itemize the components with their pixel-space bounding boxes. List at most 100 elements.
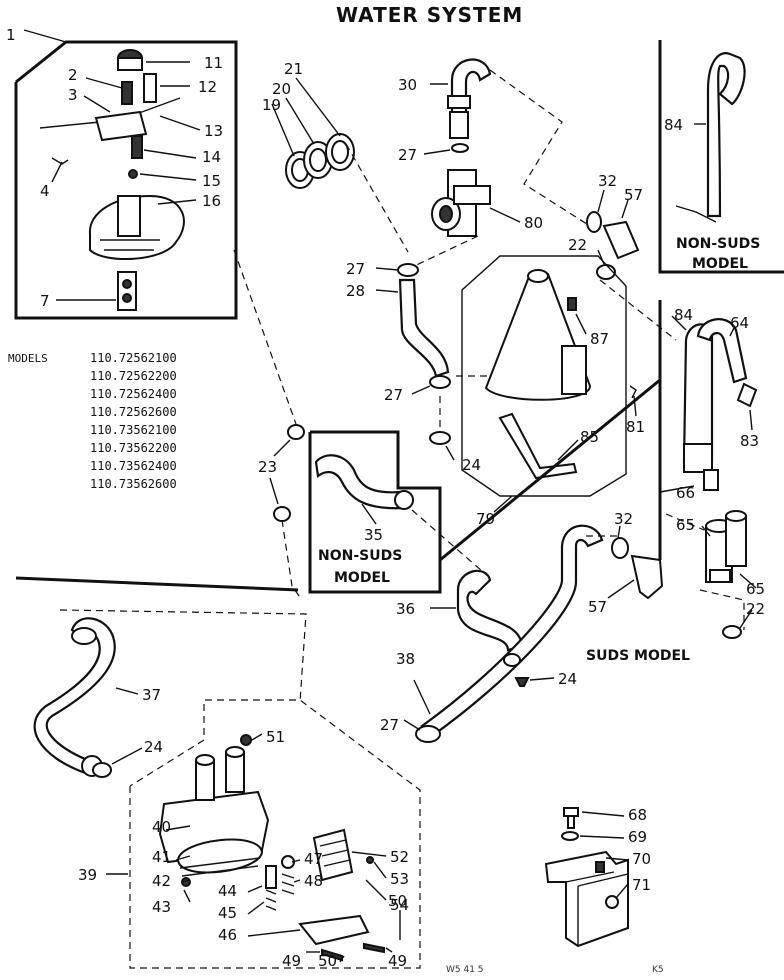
suds-model-group: 84 64 83 66 65 65 32 57 22 SUDS MODEL — [586, 279, 765, 664]
part-label-50: 50 — [388, 892, 407, 910]
part-label-84: 84 — [674, 306, 693, 324]
suds-model-caption: SUDS MODEL — [586, 648, 690, 664]
coupling-group-upper: 32 57 22 — [568, 172, 643, 280]
part-label-3: 3 — [68, 86, 78, 104]
part-label-48: 48 — [304, 872, 323, 890]
clamp-23-group: 23 — [233, 249, 305, 601]
model-number: 110.72562200 — [90, 369, 177, 383]
non-suds-mid-group: 35 NON-SUDS MODEL — [308, 430, 442, 594]
part-label-47: 47 — [304, 850, 323, 868]
part-label-24: 24 — [144, 738, 163, 756]
part-label-49: 49 — [282, 952, 301, 970]
part-label-13: 13 — [204, 122, 223, 140]
part-label-81: 81 — [626, 418, 645, 436]
part-label-2: 2 — [68, 66, 78, 84]
part-label-32: 32 — [614, 510, 633, 528]
non-suds-top-caption: MODEL — [692, 256, 748, 272]
hose-28-group: 27 28 27 24 — [346, 260, 490, 474]
part-label-41: 41 — [152, 848, 171, 866]
drain-hose-group: 36 38 27 24 — [380, 509, 604, 743]
part-label-37: 37 — [142, 686, 161, 704]
part-label-21: 21 — [284, 60, 303, 78]
part-label-54: 54 — [390, 896, 409, 914]
part-label-50: 50 — [318, 952, 337, 970]
part-label-27: 27 — [380, 716, 399, 734]
page-title: WATER SYSTEM — [336, 3, 523, 27]
part-label-40: 40 — [152, 818, 171, 836]
part-label-64: 64 — [730, 314, 749, 332]
part-label-27: 27 — [346, 260, 365, 278]
model-number: 110.72562600 — [90, 405, 177, 419]
part-label-30: 30 — [398, 76, 417, 94]
footer-code: W5 41 5 — [446, 965, 484, 975]
part-label-22: 22 — [568, 236, 587, 254]
part-label-27: 27 — [398, 146, 417, 164]
part-label-35: 35 — [364, 526, 383, 544]
part-label-49: 49 — [388, 952, 407, 970]
models-list: MODELS 110.72562100 110.72562200 110.725… — [8, 351, 177, 491]
models-heading: MODELS — [8, 352, 48, 365]
part-label-23: 23 — [258, 458, 277, 476]
pump-group: 51 52 53 54 47 48 40 41 42 43 39 44 45 4… — [78, 699, 421, 970]
part-label-14: 14 — [202, 148, 221, 166]
part-label-24: 24 — [462, 456, 481, 474]
part-label-24: 24 — [558, 670, 577, 688]
part-label-66: 66 — [676, 484, 695, 502]
model-number: 110.72562400 — [90, 387, 177, 401]
part-label-87: 87 — [590, 330, 609, 348]
hose-37-group: 37 24 — [33, 617, 163, 778]
part-label-79: 79 — [476, 510, 495, 528]
part-label-36: 36 — [396, 600, 415, 618]
part-label-19: 19 — [262, 96, 281, 114]
part-label-11: 11 — [204, 54, 223, 72]
part-label-12: 12 — [198, 78, 217, 96]
model-number: 110.73562600 — [90, 477, 177, 491]
part-label-68: 68 — [628, 806, 647, 824]
model-number: 110.73562100 — [90, 423, 177, 437]
valve-assembly-group: 1 11 12 2 3 13 14 15 16 4 7 — [6, 26, 238, 320]
dispenser-group: 87 85 81 79 — [461, 255, 645, 528]
part-label-70: 70 — [632, 850, 651, 868]
part-label-51: 51 — [266, 728, 285, 746]
model-number: 110.73562200 — [90, 441, 177, 455]
part-label-46: 46 — [218, 926, 237, 944]
model-number: 110.73562400 — [90, 459, 177, 473]
part-label-80: 80 — [524, 214, 543, 232]
part-label-7: 7 — [40, 292, 50, 310]
part-label-15: 15 — [202, 172, 221, 190]
part-label-57: 57 — [624, 186, 643, 204]
part-label-4: 4 — [40, 182, 50, 200]
gasket-group: 19 20 21 — [262, 60, 355, 189]
non-suds-mid-caption: MODEL — [334, 570, 390, 586]
part-label-38: 38 — [396, 650, 415, 668]
footer-code: K5 — [652, 965, 664, 975]
part-label-44: 44 — [218, 882, 237, 900]
part-label-65: 65 — [746, 580, 765, 598]
part-label-52: 52 — [390, 848, 409, 866]
part-label-1: 1 — [6, 26, 16, 44]
non-suds-top-caption: NON-SUDS — [676, 236, 760, 252]
part-label-65: 65 — [676, 516, 695, 534]
model-number: 110.72562100 — [90, 351, 177, 365]
part-label-28: 28 — [346, 282, 365, 300]
part-label-45: 45 — [218, 904, 237, 922]
non-suds-mid-caption: NON-SUDS — [318, 548, 402, 564]
fill-hose-group: 30 27 80 — [398, 58, 543, 237]
part-label-16: 16 — [202, 192, 221, 210]
part-label-83: 83 — [740, 432, 759, 450]
part-label-39: 39 — [78, 866, 97, 884]
part-label-84: 84 — [664, 116, 683, 134]
part-label-42: 42 — [152, 872, 171, 890]
part-label-27: 27 — [384, 386, 403, 404]
part-label-69: 69 — [628, 828, 647, 846]
part-label-71: 71 — [632, 876, 651, 894]
part-label-32: 32 — [598, 172, 617, 190]
non-suds-top-group: 84 NON-SUDS MODEL — [658, 40, 784, 274]
part-label-20: 20 — [272, 80, 291, 98]
part-label-43: 43 — [152, 898, 171, 916]
part-label-57: 57 — [588, 598, 607, 616]
part-label-53: 53 — [390, 870, 409, 888]
part-label-22: 22 — [746, 600, 765, 618]
bracket-group: 68 69 70 71 — [544, 806, 651, 948]
